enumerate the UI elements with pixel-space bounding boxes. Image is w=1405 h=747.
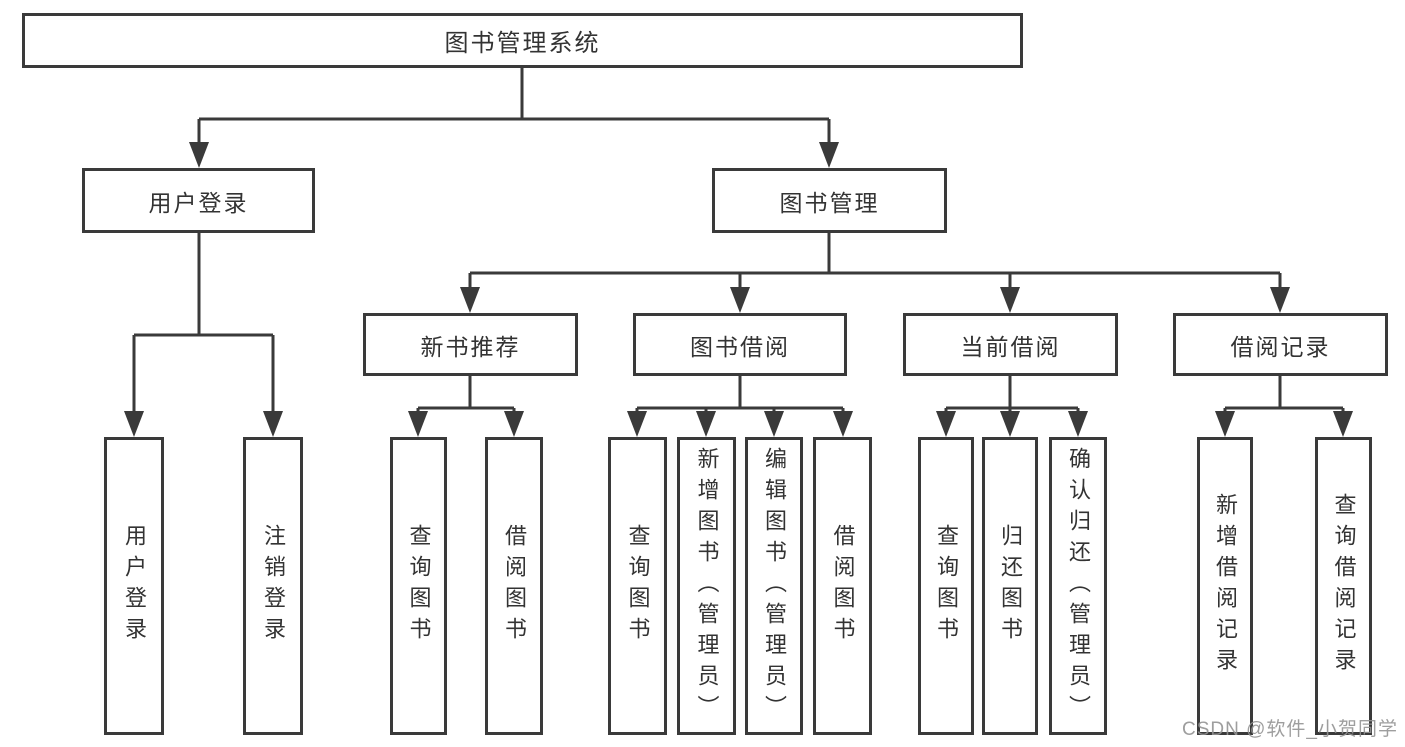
leaf-user-login-label: 用户登录: [122, 524, 147, 648]
leaf-user-login: 用户登录: [104, 437, 164, 735]
arrowhead-icon: [764, 411, 784, 437]
arrowhead-icon: [627, 411, 647, 437]
leaf-query-books-current-label: 查询图书: [934, 524, 959, 648]
arrowhead-icon: [1333, 411, 1353, 437]
leaf-query-books-recommend: 查询图书: [390, 437, 447, 735]
leaf-borrow-books-borrowing-label: 借阅图书: [830, 524, 856, 648]
node-current-borrowing: 当前借阅: [903, 313, 1118, 376]
leaf-borrow-books-borrowing: 借阅图书: [813, 437, 872, 735]
leaf-return-books: 归还图书: [982, 437, 1038, 735]
leaf-add-book-admin: 新增图书（管理员）: [677, 437, 736, 735]
csdn-watermark: CSDN @软件_小贺同学: [1182, 719, 1398, 740]
leaf-query-books-current: 查询图书: [918, 437, 974, 735]
arrowhead-icon: [936, 411, 956, 437]
leaf-query-borrow-record: 查询借阅记录: [1315, 437, 1372, 735]
leaf-borrow-books-recommend: 借阅图书: [485, 437, 543, 735]
node-book-management: 图书管理: [712, 168, 947, 233]
node-book-management-label: 图书管理: [779, 189, 880, 216]
arrowhead-icon: [819, 142, 839, 168]
arrowhead-icon: [263, 411, 283, 437]
node-user-login: 用户登录: [82, 168, 315, 233]
leaf-add-borrow-record-label: 新增借阅记录: [1213, 493, 1238, 679]
leaf-logout: 注销登录: [243, 437, 303, 735]
leaf-query-books-borrowing: 查询图书: [608, 437, 667, 735]
node-book-borrowing-label: 图书借阅: [690, 333, 790, 360]
arrowhead-icon: [504, 411, 524, 437]
arrowhead-icon: [1000, 411, 1020, 437]
arrowhead-icon: [730, 287, 750, 313]
arrowhead-icon: [1270, 287, 1290, 313]
arrowhead-icon: [408, 411, 428, 437]
leaf-edit-book-admin-label: 编辑图书（管理员）: [762, 446, 787, 726]
node-new-book-recommendation-label: 新书推荐: [420, 333, 521, 360]
leaf-borrow-books-recommend-label: 借阅图书: [502, 524, 527, 648]
arrowhead-icon: [1068, 411, 1088, 437]
arrowhead-icon: [189, 142, 209, 168]
arrowhead-icon: [1000, 287, 1020, 313]
arrowhead-icon: [460, 287, 480, 313]
leaf-query-books-borrowing-label: 查询图书: [625, 524, 651, 648]
node-book-borrowing: 图书借阅: [633, 313, 847, 376]
leaf-query-books-recommend-label: 查询图书: [406, 524, 432, 648]
arrowhead-icon: [833, 411, 853, 437]
leaf-query-borrow-record-label: 查询借阅记录: [1331, 493, 1357, 679]
leaf-confirm-return-admin: 确认归还（管理员）: [1049, 437, 1107, 735]
leaf-add-book-admin-label: 新增图书（管理员）: [694, 446, 720, 726]
leaf-confirm-return-admin-label: 确认归还（管理员）: [1066, 446, 1091, 726]
node-borrowing-records: 借阅记录: [1173, 313, 1388, 376]
node-library-system: 图书管理系统: [22, 13, 1023, 68]
node-user-login-label: 用户登录: [148, 189, 249, 216]
leaf-add-borrow-record: 新增借阅记录: [1197, 437, 1253, 735]
node-new-book-recommendation: 新书推荐: [363, 313, 578, 376]
node-current-borrowing-label: 当前借阅: [960, 333, 1061, 360]
arrowhead-icon: [124, 411, 144, 437]
arrowhead-icon: [1215, 411, 1235, 437]
leaf-return-books-label: 归还图书: [998, 524, 1023, 648]
leaf-logout-label: 注销登录: [261, 524, 286, 648]
leaf-edit-book-admin: 编辑图书（管理员）: [745, 437, 803, 735]
node-library-system-label: 图书管理系统: [444, 30, 601, 57]
node-borrowing-records-label: 借阅记录: [1230, 333, 1331, 360]
arrowhead-icon: [696, 411, 716, 437]
